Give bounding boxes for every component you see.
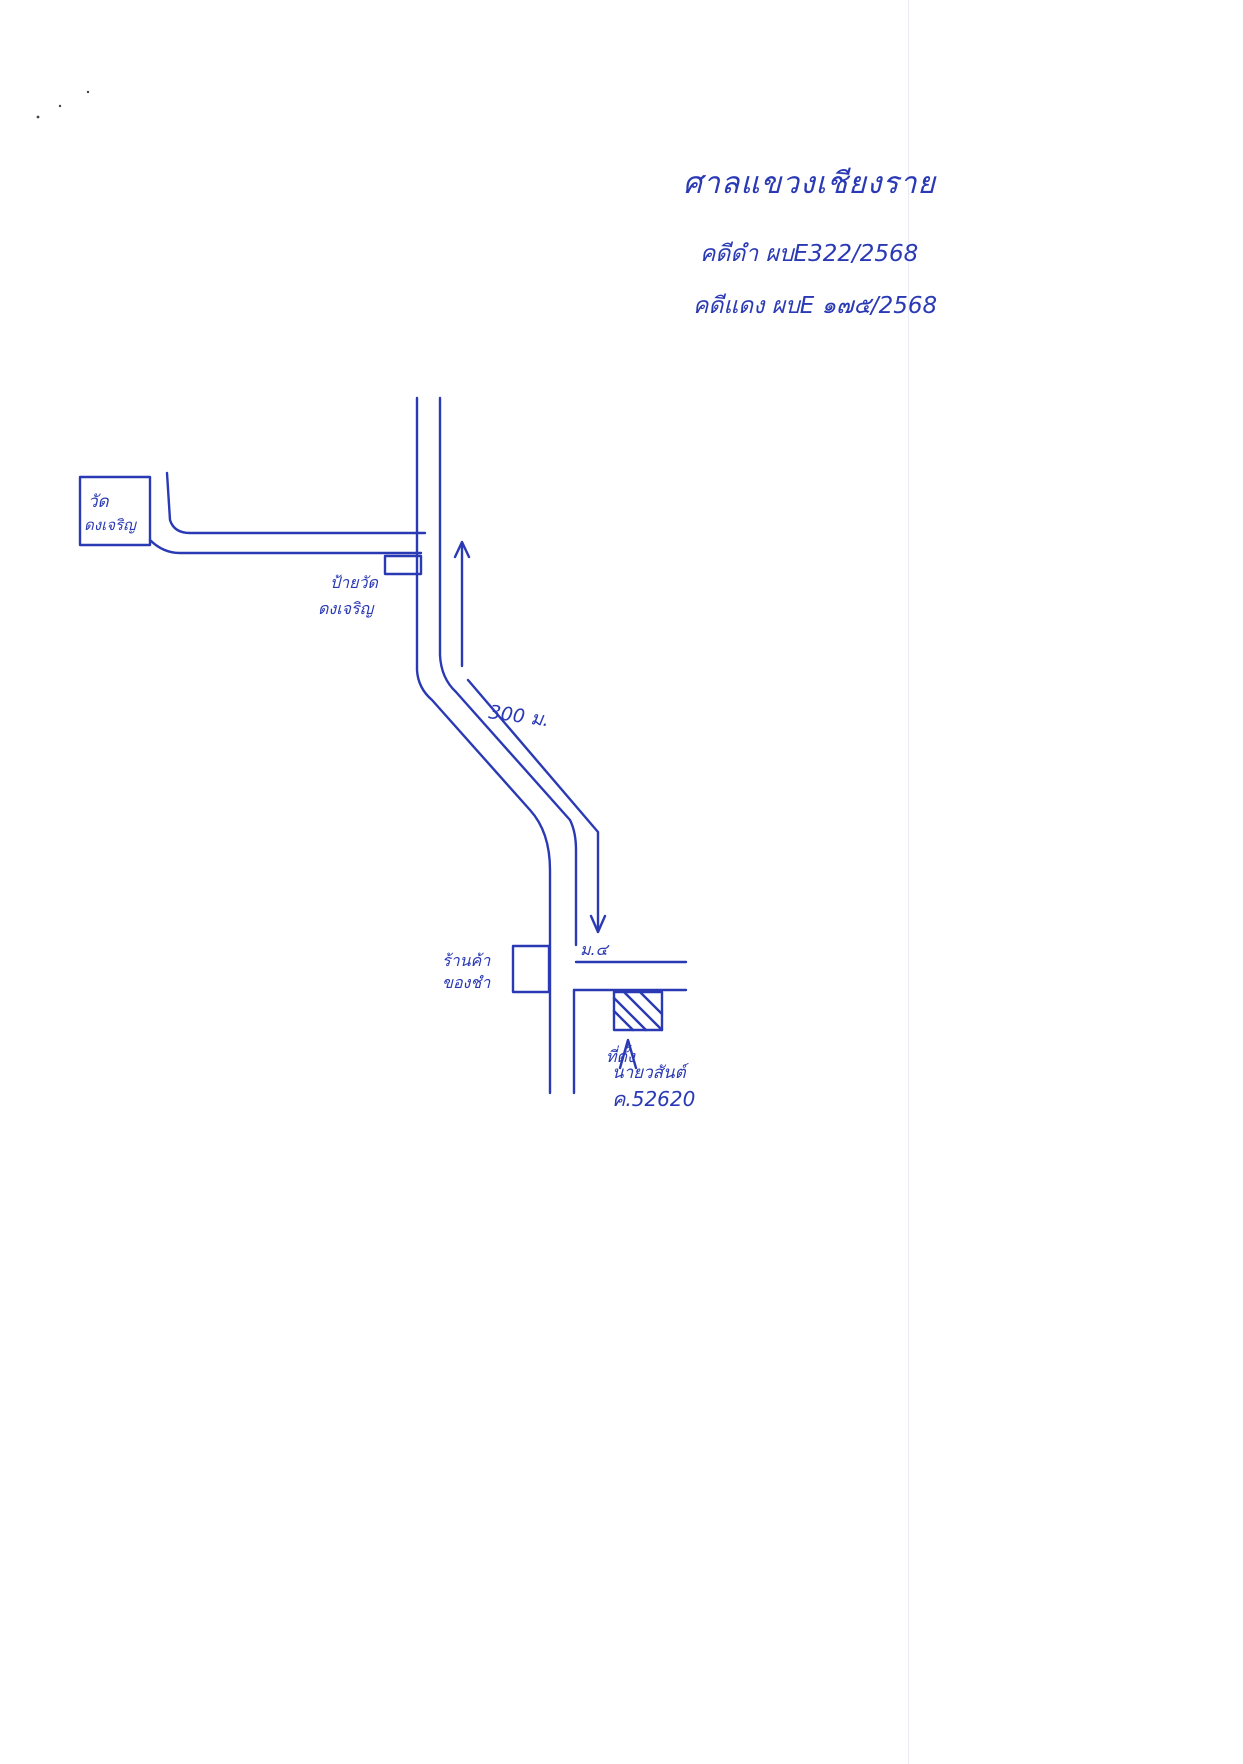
temple-road-bottom-edge <box>148 538 423 555</box>
shop-building <box>511 944 551 994</box>
direction-arrow-down-shaft <box>466 678 600 932</box>
court-name-heading: ศาลแขวงเชียงราย <box>683 166 936 201</box>
temple-road-top-edge <box>165 471 427 535</box>
temple-label-line1: วัด <box>88 492 110 512</box>
distance-label: 300 ม. <box>487 701 550 731</box>
destination-label-line2: นายวสันต์ <box>612 1063 690 1083</box>
temple-sign-marker <box>383 554 423 576</box>
direction-arrow-up-head <box>453 540 471 559</box>
destination-arrow-icon <box>618 1038 638 1070</box>
main-road-right-edge <box>438 396 578 947</box>
destination-house-hatching <box>612 990 664 1032</box>
postal-code-label: ค.52620 <box>612 1087 695 1111</box>
shop-label-line2: ของชำ <box>442 973 491 992</box>
shop-label-line1: ร้านค้า <box>442 951 491 970</box>
stray-mark <box>86 90 90 94</box>
temple-building <box>78 475 152 547</box>
moo-label: ม.๔ <box>580 940 610 959</box>
stray-mark <box>58 104 62 108</box>
destination-label-line1: ที่ตั้ง <box>606 1045 636 1066</box>
stray-mark <box>36 115 40 119</box>
red-case-number: คดีแดง ผบE ๑๗๕/2568 <box>693 293 938 319</box>
direction-arrow-down-head <box>589 914 607 934</box>
black-case-number: คดีดำ ผบE322/2568 <box>700 241 919 267</box>
main-road-left-edge <box>415 396 552 1095</box>
page-fold-line <box>908 0 909 1764</box>
temple-sign-label-line1: ป้ายวัด <box>330 573 380 592</box>
temple-sign-label-line2: ดงเจริญ <box>318 599 375 618</box>
temple-label-line2: ดงเจริญ <box>84 516 137 534</box>
